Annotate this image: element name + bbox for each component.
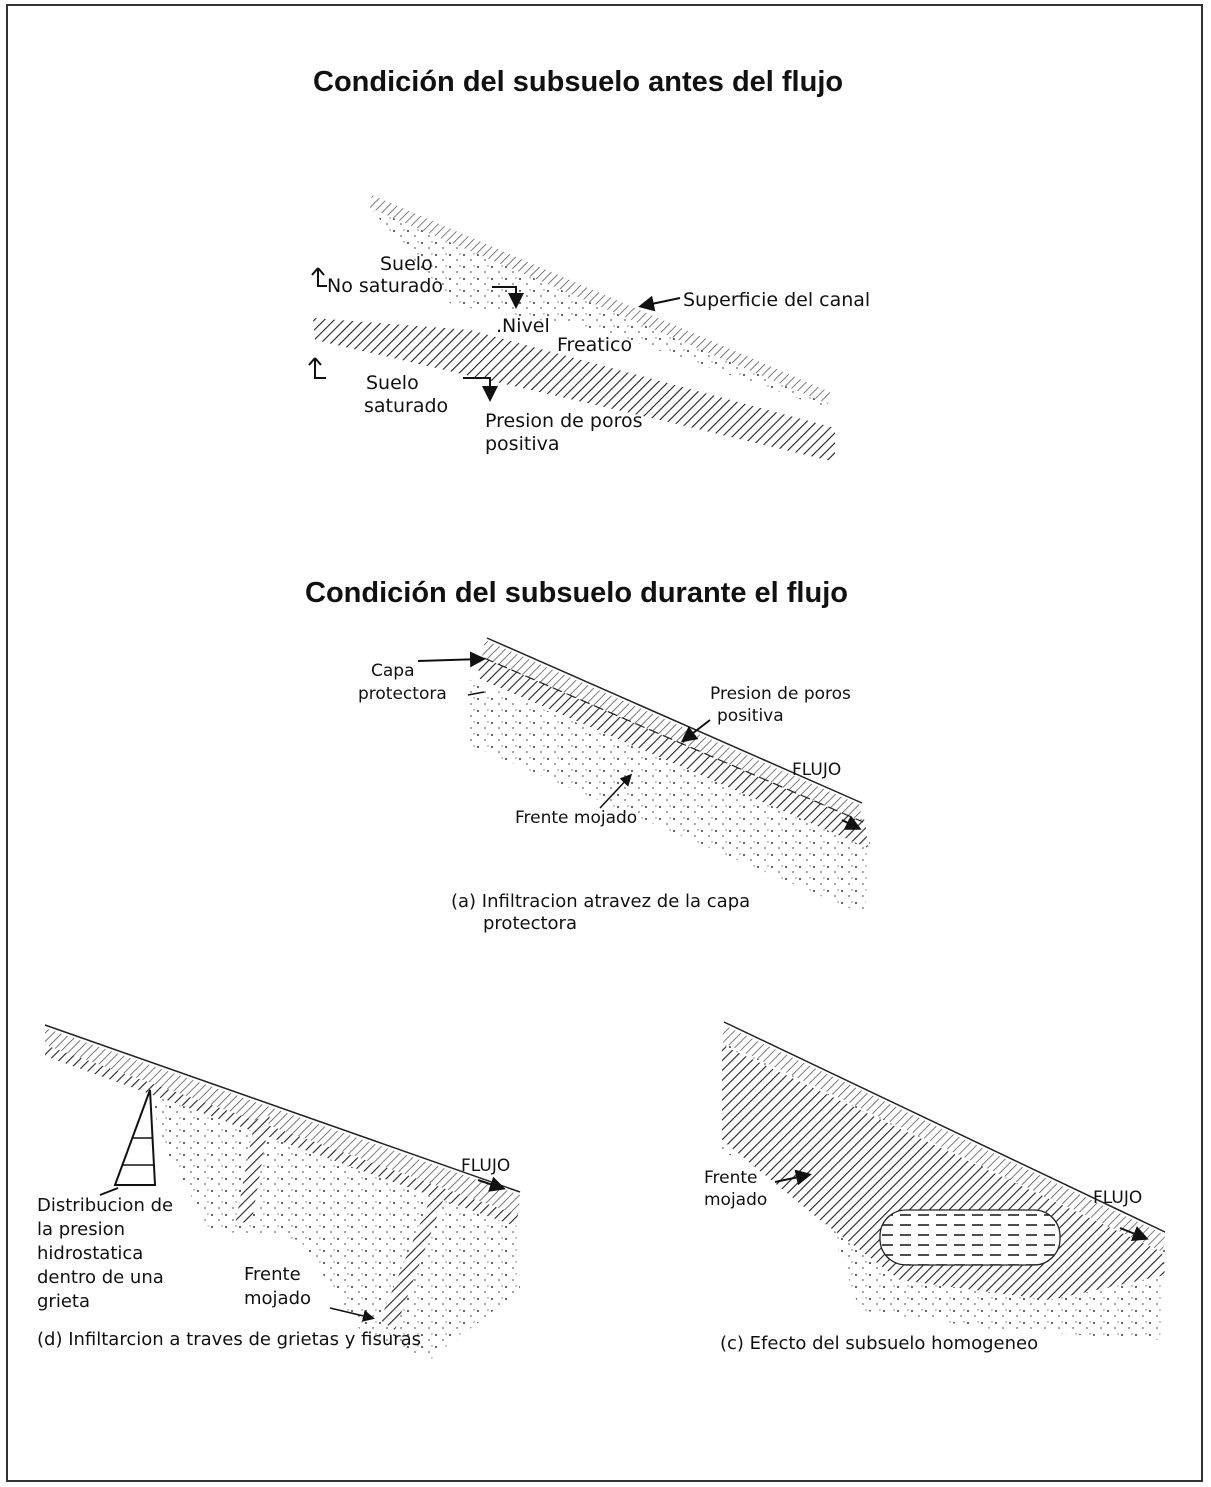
label-nivel: .Nivel bbox=[496, 316, 550, 337]
label-frente-c: Frente bbox=[704, 1168, 758, 1188]
label-suelo-saturado-2: saturado bbox=[364, 396, 448, 417]
label-mojado-d: mojado bbox=[244, 1289, 311, 1309]
figure2-title: Condición del subsuelo durante el flujo bbox=[305, 577, 848, 610]
label-distribucion-4: dentro de una bbox=[37, 1268, 164, 1288]
label-presion-1: Presion de poros bbox=[485, 411, 642, 432]
label-no-saturado: No saturado bbox=[327, 276, 443, 297]
label-distribucion-1: Distribucion de bbox=[37, 1196, 173, 1216]
label-frente-d: Frente bbox=[244, 1265, 301, 1285]
label-mojado-c: mojado bbox=[704, 1190, 767, 1210]
figure3-slope bbox=[45, 1025, 520, 1360]
label-protectora: protectora bbox=[358, 684, 447, 704]
label-distribucion-3: hidrostatica bbox=[37, 1244, 143, 1264]
label-presion-poros: Presion de poros bbox=[710, 684, 851, 704]
caption-c: (c) Efecto del subsuelo homogeneo bbox=[720, 1334, 1038, 1354]
label-suelo-saturado-1: Suelo bbox=[366, 373, 419, 394]
label-flujo-a: FLUJO bbox=[792, 760, 841, 780]
label-distribucion-5: grieta bbox=[37, 1292, 90, 1312]
caption-a-line2: protectora bbox=[483, 914, 577, 934]
caption-a-line1: (a) Infiltracion atravez de la capa bbox=[451, 892, 750, 912]
label-distribucion-2: la presion bbox=[37, 1220, 125, 1240]
label-flujo-c: FLUJO bbox=[1093, 1188, 1142, 1208]
label-positiva: positiva bbox=[717, 706, 784, 726]
caption-d: (d) Infiltarcion a traves de grietas y f… bbox=[37, 1330, 421, 1350]
label-suelo: Suelo bbox=[380, 254, 433, 275]
label-freatico: Freatico bbox=[557, 335, 632, 356]
label-capa: Capa bbox=[371, 661, 415, 681]
figure1-title: Condición del subsuelo antes del flujo bbox=[313, 66, 843, 99]
figure4-slope bbox=[720, 1022, 1165, 1340]
label-presion-2: positiva bbox=[485, 434, 559, 455]
label-frente-mojado-a: Frente mojado bbox=[515, 808, 637, 828]
label-superficie-canal: Superficie del canal bbox=[683, 290, 870, 311]
label-flujo-d: FLUJO bbox=[461, 1156, 510, 1176]
